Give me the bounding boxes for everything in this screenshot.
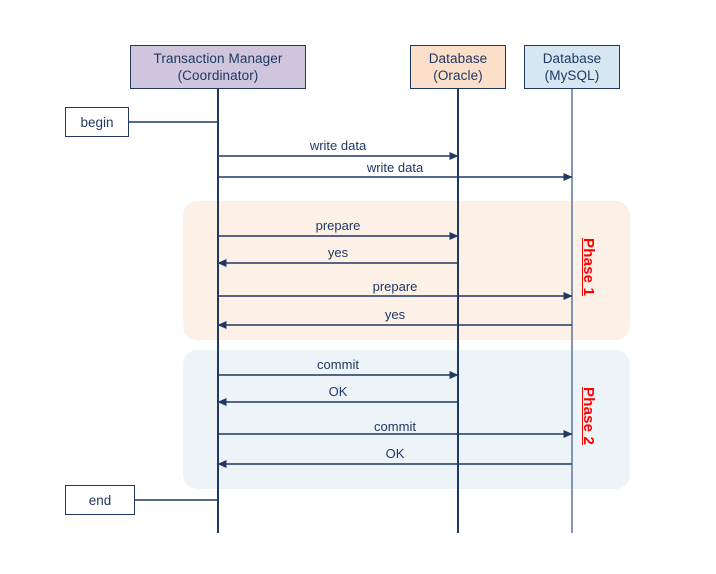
terminator-begin[interactable]: begin (65, 107, 129, 137)
message-label-m10: OK (385, 446, 405, 461)
phase-band-phase2 (183, 350, 630, 489)
phase-band-phase1 (183, 201, 630, 340)
message-label-m8: OK (328, 384, 348, 399)
participant-role-coordinator: (Coordinator) (177, 68, 259, 83)
message-label-m2: write data (366, 160, 424, 175)
phase-label-phase2: Phase 2 (580, 387, 597, 446)
message-label-m1: write data (309, 138, 367, 153)
message-label-m9: commit (374, 419, 416, 434)
message-label-m3: prepare (315, 218, 361, 233)
message-label-m4: yes (327, 245, 349, 260)
participant-name-coordinator: Transaction Manager (153, 51, 283, 66)
participant-role-mysql: (MySQL) (544, 68, 600, 83)
participant-box-coordinator[interactable]: Transaction Manager (Coordinator) (130, 45, 306, 89)
message-label-m6: yes (384, 307, 406, 322)
message-label-m7: commit (317, 357, 359, 372)
participant-role-oracle: (Oracle) (433, 68, 483, 83)
participant-name-oracle: Database (428, 51, 488, 66)
participant-name-mysql: Database (542, 51, 602, 66)
participant-box-mysql[interactable]: Database (MySQL) (524, 45, 620, 89)
terminator-end[interactable]: end (65, 485, 135, 515)
participant-box-oracle[interactable]: Database (Oracle) (410, 45, 506, 89)
phase-label-phase1: Phase 1 (580, 238, 597, 297)
message-label-m5: prepare (372, 279, 418, 294)
